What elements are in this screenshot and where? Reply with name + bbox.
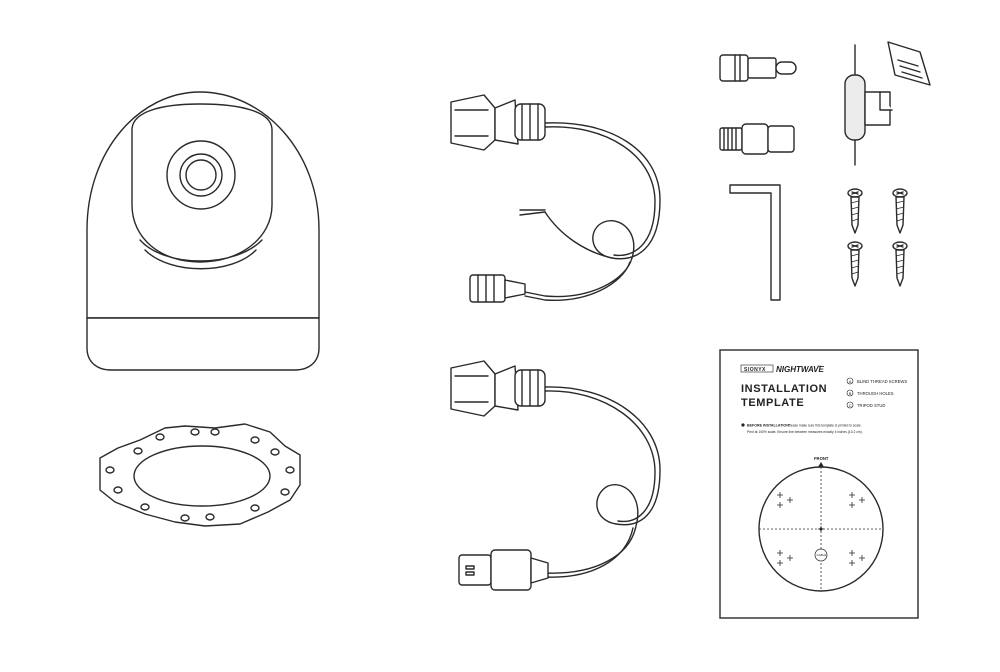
- bnc-adapter-icon: [719, 123, 795, 155]
- brand-name: SIONYX: [744, 367, 766, 373]
- legend-item-a: A BLIND THREAD SCREWS: [846, 377, 907, 385]
- legend-item-b: B THROUGH HOLES: [846, 389, 894, 397]
- legend-item-c: C TRIPOD STUD: [846, 401, 885, 409]
- mounting-circle-diagram: FRONT CABLE: [758, 456, 884, 592]
- notice-heading: BEFORE INSTALLATION:: [747, 424, 790, 428]
- screw-icon: [847, 188, 908, 287]
- template-title-line2: TEMPLATE: [741, 397, 804, 409]
- usb-power-cable-icon: [450, 360, 661, 591]
- fuse-holder-icon: [844, 41, 931, 166]
- legend-marker-b: B: [849, 391, 852, 396]
- cable-label: CABLE: [817, 553, 827, 557]
- legend-marker-a: A: [849, 379, 852, 384]
- product-name: NIGHTWAVE: [776, 365, 825, 374]
- legend-label-a: BLIND THREAD SCREWS: [857, 379, 907, 384]
- legend-marker-c: C: [849, 403, 852, 408]
- allen-key-icon: [729, 184, 781, 301]
- legend-label-b: THROUGH HOLES: [857, 391, 894, 396]
- mounting-gasket-icon: [99, 423, 301, 527]
- front-label: FRONT: [814, 456, 829, 461]
- legend-label-c: TRIPOD STUD: [857, 403, 885, 408]
- rca-adapter-icon: [719, 54, 797, 82]
- trademark-mark: ™: [817, 364, 821, 369]
- camera-icon: [86, 91, 320, 371]
- installation-template-sheet: SIONYX NIGHTWAVE ™ INSTALLATION TEMPLATE…: [719, 349, 919, 619]
- notice-line1: Please make sure this template is printe…: [788, 424, 862, 428]
- notice-line2: Print at 100% scale. Ensure line between…: [747, 430, 863, 434]
- power-video-cable-icon: [450, 94, 661, 303]
- template-title-line1: INSTALLATION: [741, 383, 827, 395]
